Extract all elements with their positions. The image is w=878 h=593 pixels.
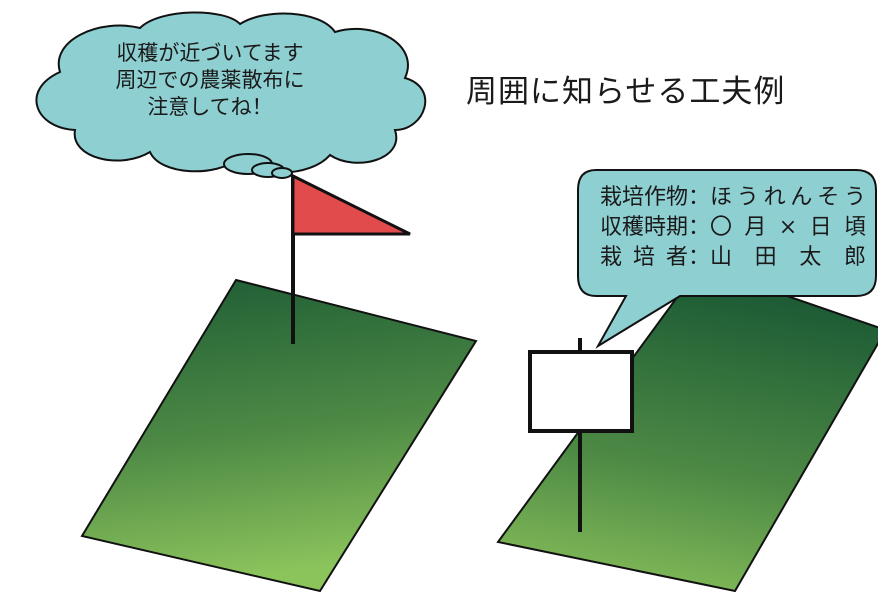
cloud-message: 収穫が近づいてます 周辺での農薬散布に 注意してね！	[60, 40, 360, 121]
sign-separator: ：	[688, 215, 711, 240]
sign-row-grower: 栽培者 ： 山田太郎	[600, 243, 870, 273]
sign-row-crop: 栽培作物 ： ほうれんそう	[600, 183, 870, 213]
left-field	[80, 278, 478, 593]
sign-speech-bubble	[577, 169, 877, 349]
sign-value: 〇月×日頃	[710, 215, 866, 240]
sign-value: ほうれんそう	[710, 185, 866, 210]
sign-value: 山田太郎	[710, 245, 866, 270]
right-field	[496, 264, 878, 593]
flag-icon	[291, 173, 411, 236]
sign-key: 栽培作物	[600, 185, 689, 210]
sign-row-harvest: 収穫時期 ： 〇月×日頃	[600, 213, 870, 243]
sign-key: 栽培者	[600, 245, 688, 270]
sign-board	[528, 350, 634, 433]
thought-cloud	[35, 11, 427, 179]
page-title: 周囲に知らせる工夫例	[466, 74, 786, 110]
cloud-line: 注意してね！	[147, 95, 273, 119]
sign-key: 収穫時期	[600, 215, 689, 240]
sign-separator: ：	[688, 185, 711, 210]
cloud-line: 収穫が近づいてます	[116, 41, 304, 65]
sign-info: 栽培作物 ： ほうれんそう 収穫時期 ： 〇月×日頃 栽培者 ： 山田太郎	[600, 183, 870, 273]
cloud-line: 周辺での農薬散布に	[115, 68, 305, 92]
sign-separator: ：	[688, 245, 711, 270]
